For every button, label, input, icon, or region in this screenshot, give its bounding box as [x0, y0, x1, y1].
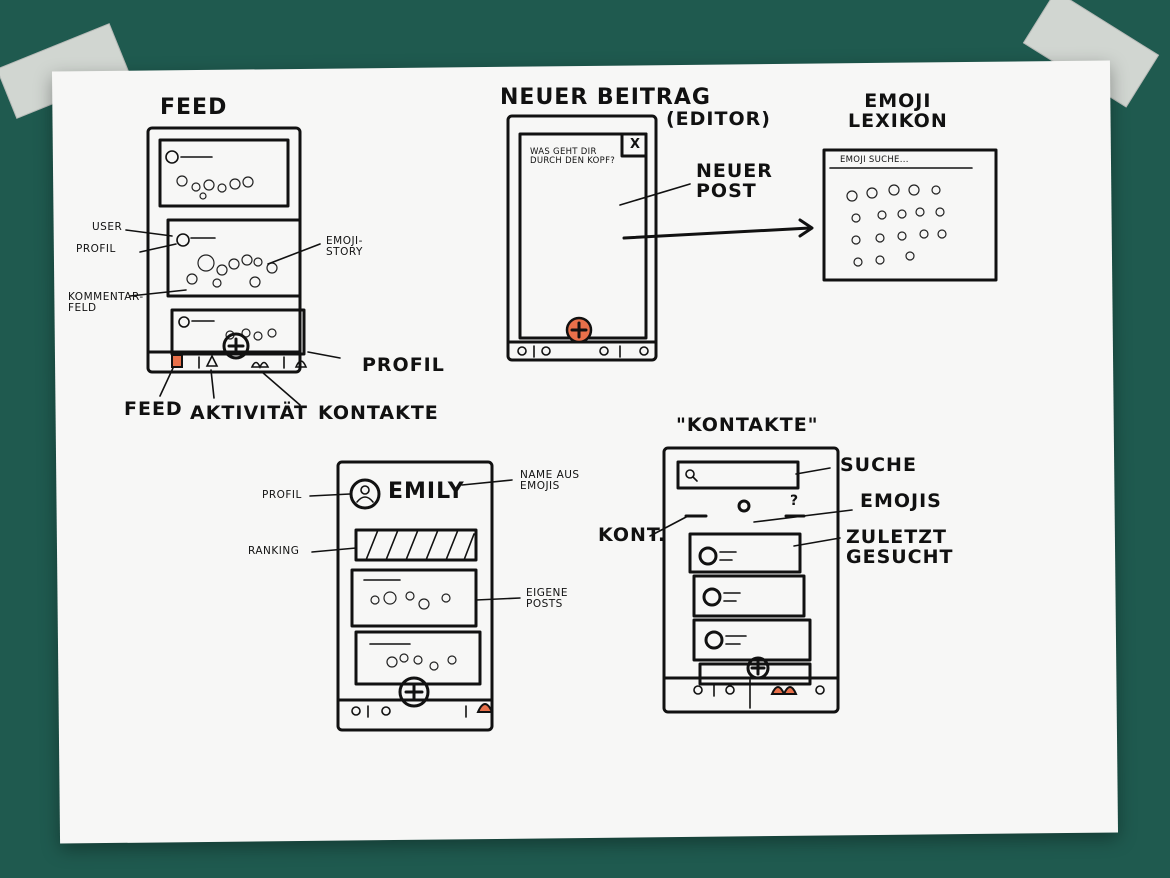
feed-user-label: USER	[92, 221, 123, 233]
feed-title: FEED	[160, 95, 228, 120]
profile-phone	[309, 460, 521, 732]
editor-title: NEUER BEITRAG	[500, 85, 711, 110]
lexikon-title: EMOJI LEXIKON	[848, 90, 948, 132]
editor-annotation: NEUER POST	[696, 160, 773, 202]
feed-profil-label: PROFIL	[76, 243, 116, 255]
lexikon-search-placeholder: EMOJI SUCHE...	[840, 155, 909, 165]
profile-name: EMILY	[388, 479, 465, 504]
kontakte-tab-question: ?	[790, 493, 799, 509]
nav-label-kontakte: KONTAKTE	[318, 402, 439, 424]
profile-own-posts-label: EIGENE POSTS	[526, 587, 568, 611]
feed-kommentar-label: KOMMENTAR- FELD	[68, 291, 144, 315]
feed-phone	[125, 126, 341, 406]
editor-close-icon: X	[630, 137, 641, 152]
profile-name-note: NAME AUS EMOJIS	[520, 469, 580, 493]
feed-emoji-story-label: EMOJI- STORY	[326, 235, 363, 259]
kontakte-emojis-label: EMOJIS	[860, 490, 942, 512]
kontakte-suche-label: SUCHE	[840, 454, 917, 476]
nav-label-profil: PROFIL	[362, 354, 445, 376]
editor-phone	[506, 114, 814, 362]
lexikon-screen	[822, 148, 998, 282]
profile-profil-label: PROFIL	[262, 489, 302, 501]
kontakte-title: "KONTAKTE"	[676, 414, 819, 436]
kontakte-zuletzt-label: ZULETZT GESUCHT	[846, 526, 954, 568]
profile-ranking-label: RANKING	[248, 545, 300, 557]
kontakte-phone	[649, 446, 853, 714]
nav-label-feed: FEED	[124, 398, 183, 420]
editor-subtitle: (EDITOR)	[666, 108, 771, 130]
kontakte-kont-label: KONT.	[598, 524, 667, 546]
nav-label-aktivitaet: AKTIVITÄT	[190, 402, 308, 424]
editor-placeholder: WAS GEHT DIR DURCH DEN KOPF?	[530, 147, 616, 166]
